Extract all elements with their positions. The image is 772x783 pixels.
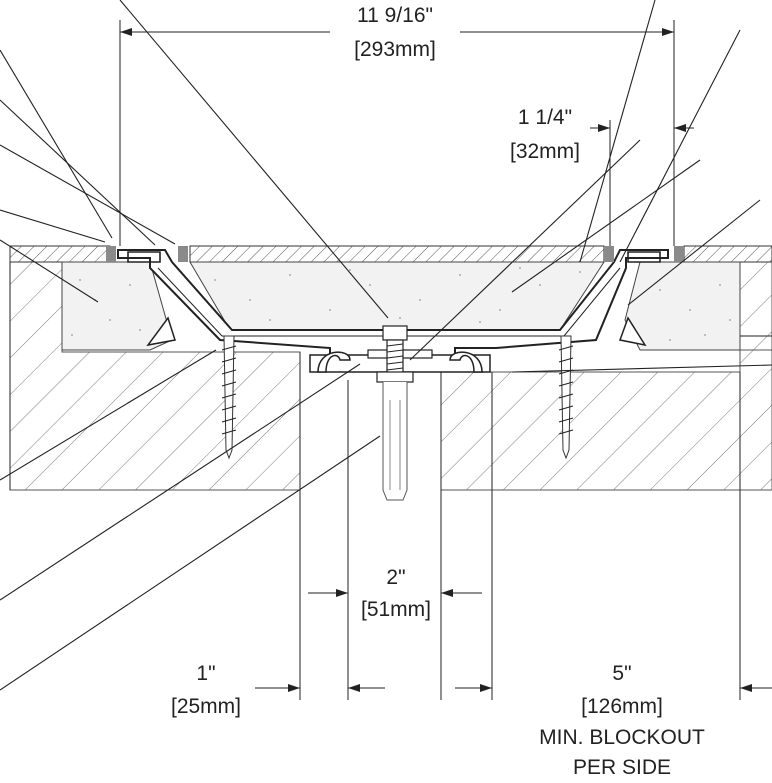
overall-width-imperial: 11 9/16" bbox=[357, 4, 433, 27]
overall-width-metric: [293mm] bbox=[354, 38, 436, 61]
offset-metric: [25mm] bbox=[171, 695, 241, 718]
gap-width-metric: [51mm] bbox=[361, 598, 431, 621]
blockout-metric: [126mm] bbox=[581, 695, 663, 718]
flange-width-imperial: 1 1/4" bbox=[518, 106, 572, 129]
callout-leaders bbox=[0, 0, 772, 691]
blockout-imperial: 5" bbox=[612, 662, 631, 685]
center-bolt bbox=[376, 325, 414, 501]
joint-cover-profile bbox=[117, 249, 669, 359]
anchor-screw-right bbox=[558, 335, 574, 460]
flange-width-metric: [32mm] bbox=[510, 140, 580, 163]
anchor-screw-left bbox=[221, 335, 237, 460]
blockout-note-line1: MIN. BLOCKOUT bbox=[539, 726, 705, 749]
seal-blocks bbox=[106, 246, 684, 262]
joint-gap bbox=[299, 352, 493, 490]
gap-width-imperial: 2" bbox=[386, 566, 405, 589]
offset-imperial: 1" bbox=[196, 662, 215, 685]
dimension-lines bbox=[119, 20, 772, 700]
blockout-note-line2: PER SIDE bbox=[573, 756, 671, 779]
